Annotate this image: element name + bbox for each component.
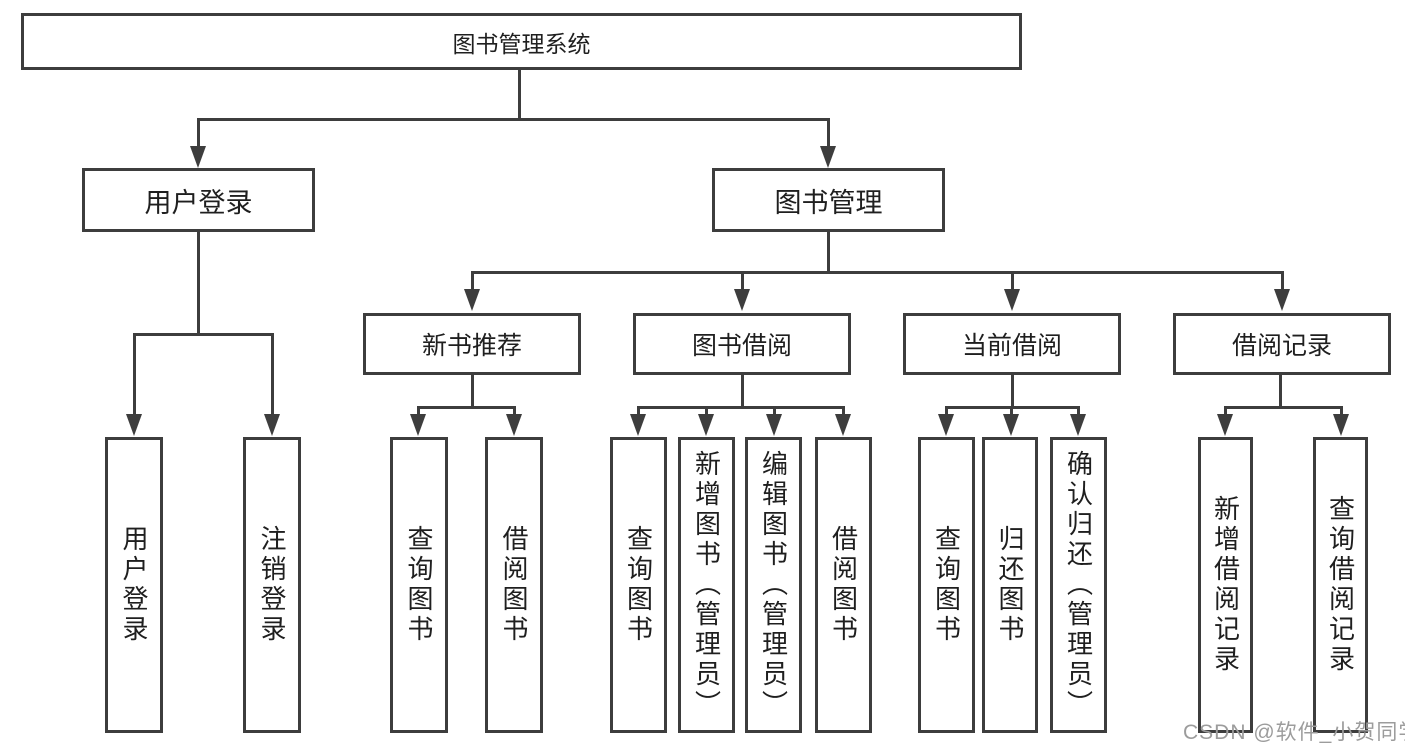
connector-bookmgmt-stem (827, 232, 830, 274)
arrow-down-icon (506, 414, 522, 436)
connector-g1-stem (471, 375, 474, 409)
arrow-down-icon (410, 414, 426, 436)
node-library-management-system: 图书管理系统 (21, 13, 1022, 70)
node-label: 归还图书 (995, 525, 1025, 645)
connector-g2-drop-4 (842, 406, 845, 416)
node-add-borrow-record: 新增借阅记录 (1198, 437, 1253, 733)
arrow-down-icon (1333, 414, 1349, 436)
node-label: 新书推荐 (421, 332, 522, 360)
connector-userlogin-stem (197, 232, 200, 336)
arrow-down-icon (464, 289, 480, 311)
connector-bookmgmt-drop-4 (1281, 271, 1284, 291)
node-current-borrowing: 当前借阅 (903, 313, 1121, 375)
node-label: 查询图书 (931, 525, 962, 645)
node-label: 确认归还（管理员） (1063, 450, 1094, 720)
node-label: 编辑图书（管理员） (758, 450, 789, 720)
connector-userlogin-drop-2 (271, 333, 274, 414)
node-label: 查询借阅记录 (1325, 495, 1356, 675)
node-user-login: 用户登录 (82, 168, 315, 232)
arrow-down-icon (1070, 414, 1086, 436)
connector-g2-stem (741, 375, 744, 409)
node-label: 图书借阅 (691, 332, 792, 360)
connector-g2-bus (637, 406, 845, 409)
connector-g4-stem (1279, 375, 1282, 409)
node-borrowing-records: 借阅记录 (1173, 313, 1391, 375)
arrow-down-icon (734, 289, 750, 311)
node-label: 新增借阅记录 (1210, 495, 1241, 675)
connector-userlogin-drop-1 (133, 333, 136, 414)
node-label: 图书管理系统 (452, 30, 591, 57)
connector-g1-drop-2 (513, 406, 516, 416)
node-logout: 注销登录 (243, 437, 301, 733)
connector-bookmgmt-bus (471, 271, 1284, 274)
csdn-watermark: CSDN @软件_小贺同学 (1183, 721, 1405, 744)
node-book-management: 图书管理 (712, 168, 945, 232)
node-query-books-recommend: 查询图书 (390, 437, 448, 733)
node-label: 新增图书（管理员） (691, 450, 722, 720)
arrow-down-icon (835, 414, 851, 436)
node-query-books-borrowing: 查询图书 (610, 437, 667, 733)
node-borrow-books: 借阅图书 (815, 437, 872, 733)
node-new-book-recommend: 新书推荐 (363, 313, 581, 375)
node-borrow-books-recommend: 借阅图书 (485, 437, 543, 733)
connector-userlogin-bus (133, 333, 274, 336)
arrow-down-icon (1217, 414, 1233, 436)
node-query-borrow-record: 查询借阅记录 (1313, 437, 1368, 733)
connector-root-drop-left (197, 118, 200, 147)
node-label: 用户登录 (144, 187, 253, 218)
connector-root-stem (518, 70, 521, 118)
connector-bookmgmt-drop-2 (741, 271, 744, 291)
arrow-down-icon (1003, 414, 1019, 436)
connector-g4-drop-2 (1340, 406, 1343, 416)
connector-g3-stem (1011, 375, 1014, 409)
connector-bookmgmt-drop-1 (471, 271, 474, 291)
node-label: 查询图书 (404, 525, 434, 645)
node-user-login-leaf: 用户登录 (105, 437, 163, 733)
connector-g1-bus (417, 406, 516, 409)
node-return-books: 归还图书 (982, 437, 1038, 733)
arrow-down-icon (1004, 289, 1020, 311)
connector-g2-drop-2 (705, 406, 708, 416)
node-label: 借阅图书 (828, 525, 859, 645)
connector-root-bus (197, 118, 830, 121)
arrow-down-icon (1274, 289, 1290, 311)
node-label: 当前借阅 (961, 332, 1062, 360)
arrow-down-icon (698, 414, 714, 436)
node-label: 借阅图书 (499, 525, 529, 645)
connector-g4-bus (1224, 406, 1343, 409)
arrow-down-icon (938, 414, 954, 436)
connector-bookmgmt-drop-3 (1011, 271, 1014, 291)
connector-g1-drop-1 (417, 406, 420, 416)
arrow-down-icon (190, 146, 206, 168)
node-add-books-admin: 新增图书（管理员） (678, 437, 735, 733)
connector-g2-drop-3 (773, 406, 776, 416)
node-query-books-current: 查询图书 (918, 437, 975, 733)
connector-root-drop-right (827, 118, 830, 147)
node-label: 注销登录 (257, 525, 287, 645)
connector-g3-drop-2 (1010, 406, 1013, 416)
node-edit-books-admin: 编辑图书（管理员） (745, 437, 802, 733)
arrow-down-icon (264, 414, 280, 436)
node-book-borrowing: 图书借阅 (633, 313, 851, 375)
node-confirm-return-admin: 确认归还（管理员） (1050, 437, 1107, 733)
node-label: 查询图书 (623, 525, 654, 645)
connector-g4-drop-1 (1224, 406, 1227, 416)
arrow-down-icon (766, 414, 782, 436)
connector-g3-drop-1 (945, 406, 948, 416)
connector-g2-drop-1 (637, 406, 640, 416)
node-label: 借阅记录 (1231, 332, 1332, 360)
connector-g3-drop-3 (1077, 406, 1080, 416)
node-label: 用户登录 (119, 525, 149, 645)
arrow-down-icon (126, 414, 142, 436)
arrow-down-icon (630, 414, 646, 436)
node-label: 图书管理 (774, 187, 883, 218)
arrow-down-icon (820, 146, 836, 168)
